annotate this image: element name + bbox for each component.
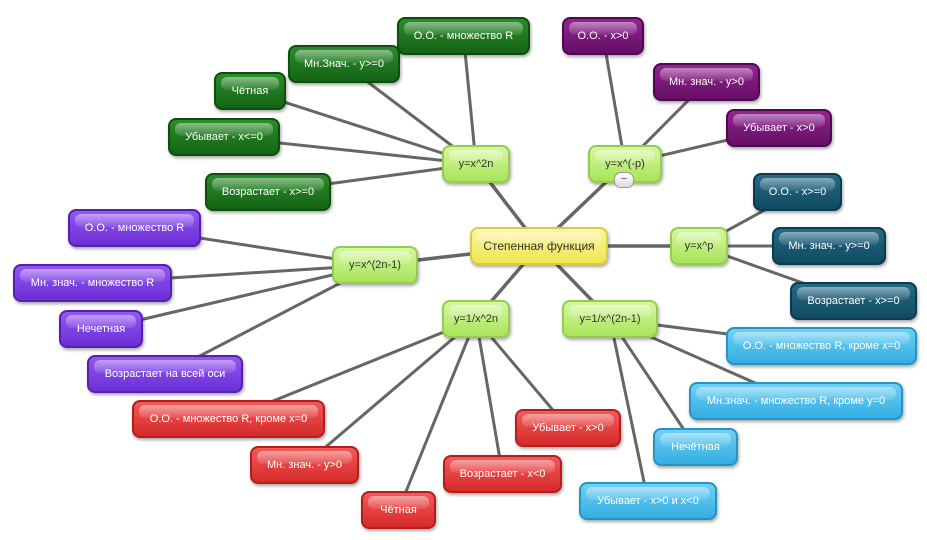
topic-label: Возрастает - x>=0 (807, 295, 900, 307)
topic-label: y=x^(-p) (605, 158, 645, 170)
topic-label: Мн. знач. - множество R (30, 277, 155, 289)
topic-label: Мн. знач. - y>0 (267, 459, 342, 471)
topic-label: y=x^2n (458, 158, 494, 170)
topic-label: Возрастает - x<0 (459, 468, 546, 480)
function-topic[interactable]: y=1/x^2n (442, 300, 510, 338)
topic-label: Убывает - x<=0 (185, 131, 263, 143)
property-topic[interactable]: О.О. - множество R, кроме x=0 (132, 400, 325, 438)
link-line (608, 318, 697, 448)
link-line (474, 318, 504, 475)
link-line (462, 35, 478, 165)
topic-label: Мн. знач. - y>0 (669, 76, 744, 88)
topic-label: Возрастает на всей оси (104, 368, 226, 380)
topic-label: y=1/x^2n (454, 313, 498, 325)
property-topic[interactable]: Чётная (214, 72, 286, 110)
property-topic[interactable]: Возрастает - x<0 (443, 455, 562, 493)
topic-label: Мн. знач. - y>=0 (788, 240, 870, 252)
property-topic[interactable]: Чётная (361, 491, 436, 529)
topic-label: Убывает - x>0 и x<0 (597, 495, 699, 507)
property-topic[interactable]: Мн.знач. - множество R, кроме y=0 (689, 382, 903, 420)
link-line (601, 35, 627, 165)
topic-label: Чётная (380, 504, 417, 516)
property-topic[interactable]: Возрастает на всей оси (87, 355, 243, 393)
topic-label: Убывает - x>0 (532, 422, 604, 434)
property-topic[interactable]: Убывает - x>0 (515, 409, 621, 447)
topic-label: y=x^p (684, 240, 714, 252)
property-topic[interactable]: Убывает - x<=0 (168, 118, 280, 156)
function-topic[interactable]: y=x^(-p) (588, 145, 662, 183)
central-topic[interactable]: Степенная функция (470, 227, 608, 265)
property-topic[interactable]: Мн. знач. - y>=0 (772, 227, 886, 265)
property-topic[interactable]: Мн.Знач. - y>=0 (288, 45, 400, 83)
property-topic[interactable]: О.О. - x>0 (562, 17, 644, 55)
collapse-icon[interactable]: − (614, 172, 634, 188)
property-topic[interactable]: Убывает - x>0 (726, 109, 832, 147)
topic-label: Степенная функция (483, 239, 595, 253)
topic-label: y=x^(2n-1) (349, 259, 401, 271)
property-topic[interactable]: Убывает - x>0 и x<0 (579, 482, 717, 520)
topic-label: Нечётная (671, 441, 720, 453)
property-topic[interactable]: О.О. - множество R (397, 17, 530, 55)
function-topic[interactable]: y=x^p (670, 227, 728, 265)
property-topic[interactable]: Мн. знач. - y>0 (653, 63, 760, 101)
property-topic[interactable]: Нечетная (59, 310, 143, 348)
link-line (608, 318, 650, 502)
property-topic[interactable]: О.О. - множество R, кроме x=0 (726, 327, 917, 365)
topic-label: О.О. - множество R (84, 222, 185, 234)
function-topic[interactable]: y=x^(2n-1) (332, 246, 418, 284)
link-line (100, 263, 376, 331)
property-topic[interactable]: О.О. - x>=0 (753, 173, 842, 211)
topic-label: О.О. - множество R, кроме x=0 (149, 413, 308, 425)
topic-label: y=1/x^(2n-1) (579, 313, 641, 325)
property-topic[interactable]: Возрастает - x>=0 (790, 282, 917, 320)
topic-label: О.О. - x>=0 (768, 186, 827, 198)
topic-label: О.О. - множество R (413, 30, 514, 42)
topic-label: Мн.знач. - множество R, кроме y=0 (706, 395, 886, 407)
function-topic[interactable]: y=1/x^(2n-1) (562, 300, 658, 338)
link-line (303, 317, 477, 467)
property-topic[interactable]: О.О. - множество R (68, 209, 201, 247)
function-topic[interactable]: y=x^2n (442, 145, 510, 183)
topic-label: О.О. - множество R, кроме x=0 (742, 340, 901, 352)
link-line (397, 318, 478, 511)
topic-label: Убывает - x>0 (743, 122, 815, 134)
link-line (249, 89, 477, 166)
topic-label: Мн.Знач. - y>=0 (304, 58, 384, 70)
topic-label: О.О. - x>0 (577, 30, 629, 42)
property-topic[interactable]: Мн. знач. - множество R (13, 264, 172, 302)
property-topic[interactable]: Мн. знач. - y>0 (250, 446, 359, 484)
property-topic[interactable]: Возрастает - x>=0 (205, 173, 331, 211)
property-topic[interactable]: Нечётная (653, 428, 738, 466)
topic-label: Возрастает - x>=0 (221, 186, 315, 198)
topic-label: Чётная (231, 85, 269, 97)
topic-label: Нечетная (76, 323, 126, 335)
